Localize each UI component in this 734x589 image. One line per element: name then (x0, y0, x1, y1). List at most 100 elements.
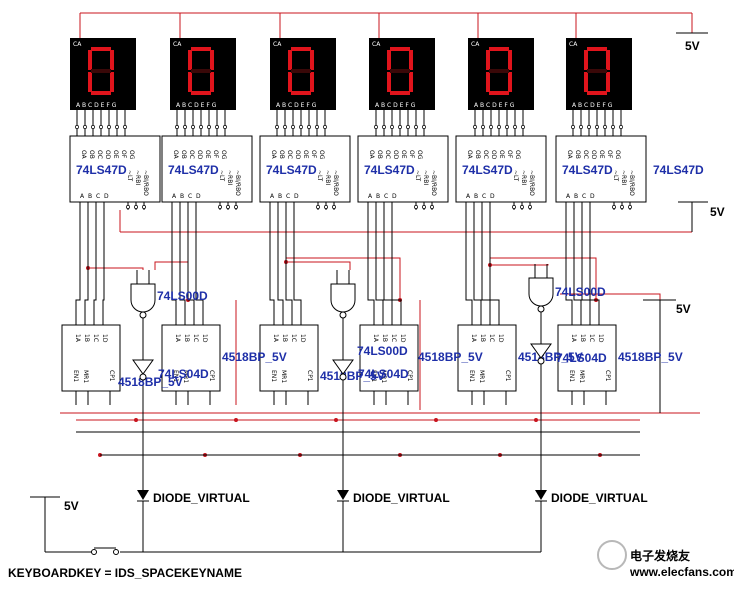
decoder-output-pin: OE (302, 150, 309, 159)
decoder-output-pin: OE (112, 150, 119, 159)
nand-bubble (537, 305, 545, 313)
counter-output-pin: 1D (497, 334, 504, 343)
decoder-output-pin: OB (88, 150, 95, 159)
decoder-input-pin: B (180, 193, 184, 200)
counter-output-pin: 1C (192, 334, 199, 342)
counter-part-label: 4518BP_5V (222, 350, 287, 364)
display-pin-letters: A B C D E F G (375, 102, 416, 109)
pin-marker (382, 125, 386, 129)
decoder-output-pin: OG (514, 150, 521, 160)
decoder-output-pin: OD (490, 150, 497, 160)
counter-output-pin: 1D (299, 334, 306, 343)
counter-to-decoder-wire (285, 214, 293, 325)
red-wires (60, 12, 700, 457)
nand-bubble (339, 311, 347, 319)
decoder-output-pin: OG (318, 150, 325, 160)
feedback-wire (490, 264, 549, 266)
diode-label: DIODE_VIRTUAL (353, 491, 450, 505)
counter-ctrl-pin: EN1 (370, 370, 377, 382)
counter-chip (457, 324, 517, 392)
display-corner-label: CA (471, 41, 480, 48)
decoder-output-pin: OF (506, 150, 513, 159)
counter-to-decoder-wire (383, 214, 393, 325)
nand-bubble (139, 311, 147, 319)
decoder-ctrl-pin: ~LT (316, 170, 323, 182)
watermark-text: 电子发烧友 (630, 548, 690, 563)
pin-marker (481, 125, 485, 129)
counter-ctrl-pin: EN1 (72, 370, 79, 382)
logic-gates: 74LS00D74LS04D74LS00D74LS04D74LS00D74LS0… (130, 277, 607, 381)
counter-output-pin: 1A (470, 334, 477, 343)
misc-elements: KEYBOARDKEY = IDS_SPACEKEYNAME电子发烧友www.e… (8, 540, 734, 580)
decoder-output-pin: OC (188, 150, 195, 159)
counter-output-pin: 1B (579, 334, 586, 342)
decoder-ctrl-pin: ~BI/RBO (628, 170, 635, 196)
pin-marker (430, 205, 434, 209)
pin-marker (587, 125, 591, 129)
pin-marker (520, 205, 524, 209)
switch-contact (113, 549, 119, 555)
pin-marker (234, 205, 238, 209)
counter-ctrl-pin: EN1 (468, 370, 475, 382)
segment-c (110, 72, 114, 92)
inverter-label: 74LS04D (358, 367, 409, 381)
decoder-output-pin: OF (120, 150, 127, 159)
segment-f (88, 50, 92, 70)
counter-to-decoder-wire (187, 214, 195, 325)
counter-to-decoder-wire (102, 214, 105, 325)
segment-c (310, 72, 314, 92)
counter-ctrl-pin: MR1 (380, 370, 387, 383)
counter-ctrl-pin: CP1 (406, 370, 413, 382)
segment-e (486, 72, 490, 92)
segment-f (188, 50, 192, 70)
pin-marker (422, 125, 426, 129)
segment-d (91, 91, 111, 95)
inverter-gate (332, 359, 354, 375)
decoder-output-pin: OA (566, 150, 573, 160)
decoder-chip (555, 135, 647, 203)
display-pin-letters: A B C D E F G (276, 102, 317, 109)
counter-output-pin: 1B (83, 334, 90, 342)
decoder-output-pin: OF (408, 150, 415, 159)
pin-marker (497, 125, 501, 129)
pin-marker (215, 125, 219, 129)
segment-g (191, 69, 211, 73)
inverter-bubble (339, 373, 347, 381)
junction-dot (134, 418, 138, 422)
decoder-output-pin: OA (368, 150, 375, 160)
counter-ctrl-pin: MR1 (82, 370, 89, 383)
counter-chip (259, 324, 319, 392)
decoder-output-pin: OG (416, 150, 423, 160)
segment-f (486, 50, 490, 70)
counter-ctrl-pin: CP1 (108, 370, 115, 382)
watermark-logo-icon (597, 540, 627, 570)
counter-output-pin: 1B (183, 334, 190, 342)
decoder-input-pin: B (88, 193, 92, 200)
pin-marker (218, 205, 222, 209)
decoder-part-label: 74LS47D (562, 163, 613, 177)
counter-to-decoder-wire (84, 214, 89, 325)
diode (535, 490, 547, 500)
diode-label: DIODE_VIRTUAL (551, 491, 648, 505)
pin-marker (323, 125, 327, 129)
segment-e (387, 72, 391, 92)
decoder-chip (455, 135, 547, 203)
counter-part-label: 4518BP_5V (518, 350, 583, 364)
pin-marker (299, 125, 303, 129)
pin-marker (513, 125, 517, 129)
pin-marker (142, 205, 146, 209)
counter-to-decoder-wire (195, 214, 204, 325)
counter-chip (359, 324, 419, 392)
counter-ctrl-pin: MR1 (280, 370, 287, 383)
display-corner-label: CA (173, 41, 182, 48)
segment-g (91, 69, 111, 73)
decoder-output-pin: OD (104, 150, 111, 160)
keyboard-key-label: KEYBOARDKEY = IDS_SPACEKEYNAME (8, 566, 242, 580)
counter-to-decoder-wire (93, 214, 97, 325)
decoder-output-pin: OA (172, 150, 179, 160)
counter-ctrl-pin: CP1 (604, 370, 611, 382)
decoder-part-label: 74LS47D (462, 163, 513, 177)
